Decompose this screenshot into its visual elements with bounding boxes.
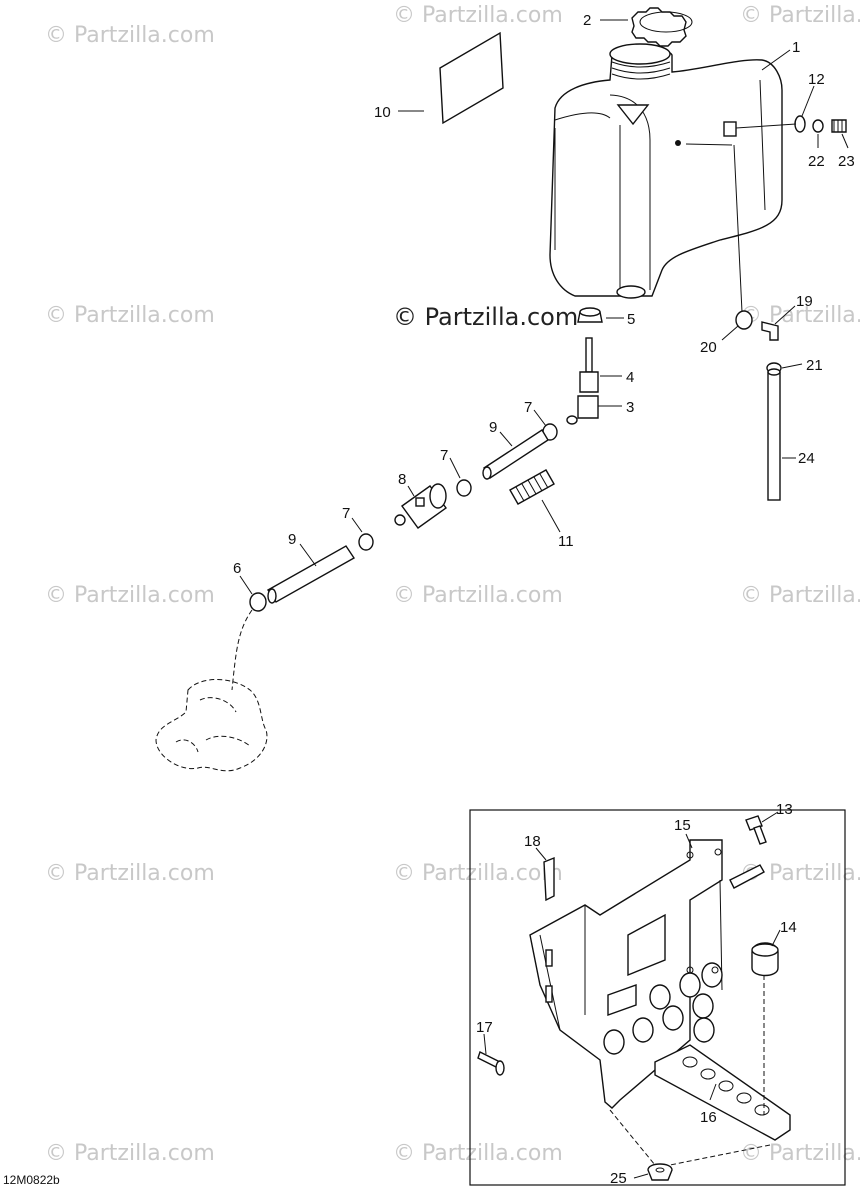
part-3-valve [566, 395, 599, 425]
callout-23: 23 [838, 153, 855, 170]
callout-16: 16 [700, 1109, 717, 1126]
watermark: © Partzilla.com [740, 1141, 860, 1166]
callout-19: 19 [796, 293, 813, 310]
watermark: © Partzilla.com [740, 583, 860, 608]
part-6-clamp [249, 592, 267, 612]
part-11-spring-hose [509, 469, 555, 505]
callout-5: 5 [627, 311, 635, 328]
part-16-plate [654, 1044, 791, 1141]
part-13-bolt [745, 815, 767, 845]
callout-7: 7 [342, 505, 350, 522]
watermarks: © Partzilla.com © Partzilla.com © Partzi… [45, 3, 860, 1166]
engine-outline [155, 679, 268, 772]
watermark: © Partzilla.com [393, 3, 563, 28]
callout-11: 11 [558, 533, 574, 550]
callout-8: 8 [398, 471, 406, 488]
part-24-vent-hose [767, 368, 781, 501]
routing-line [231, 609, 253, 691]
callout-7: 7 [440, 447, 448, 464]
inset-frame [469, 809, 846, 1186]
callout-2: 2 [583, 12, 591, 29]
part-4-pickup [579, 337, 599, 393]
callout-24: 24 [798, 450, 815, 467]
callout-22: 22 [808, 153, 825, 170]
part-12-22-23-hardware [735, 115, 847, 133]
callout-6: 6 [233, 560, 241, 577]
callout-7: 7 [524, 399, 532, 416]
leader-lines [239, 19, 849, 1179]
part-8-filter [394, 483, 447, 529]
part-5-grommet [577, 307, 603, 323]
watermark: © Partzilla.com [393, 1141, 563, 1166]
callout-numbers: 2 1 10 12 22 23 5 4 3 7 9 7 8 11 7 9 6 1… [233, 12, 855, 1187]
part-20-grommet [735, 310, 753, 330]
callout-15: 15 [674, 817, 691, 834]
part-10-label [439, 31, 504, 125]
part-2-cap [631, 7, 693, 47]
callout-18: 18 [524, 833, 541, 850]
callout-14: 14 [780, 919, 797, 936]
callout-1: 1 [792, 39, 800, 56]
callout-20: 20 [700, 339, 717, 356]
watermark: © Partzilla.com [393, 861, 563, 886]
routing-line [609, 1109, 771, 1166]
callout-13: 13 [776, 801, 793, 818]
part-7-clamp [358, 423, 558, 551]
part-15-bracket [529, 839, 765, 1109]
callout-9: 9 [489, 419, 497, 436]
part-1-tank [549, 43, 783, 299]
callout-4: 4 [626, 369, 634, 386]
callout-3: 3 [626, 399, 634, 416]
part-18-clip [543, 856, 555, 902]
callout-21: 21 [806, 357, 823, 374]
watermark: © Partzilla.com [45, 1141, 215, 1166]
watermark: © Partzilla.com [740, 303, 860, 328]
callout-12: 12 [808, 71, 825, 88]
callout-17: 17 [476, 1019, 493, 1036]
part-25-grommet [647, 1163, 673, 1181]
part-19-elbow [761, 321, 779, 341]
watermark: © Partzilla.com [45, 583, 215, 608]
part-14-grommet [751, 942, 779, 977]
callout-25: 25 [610, 1170, 627, 1187]
part-17-rivet [477, 1051, 505, 1076]
part-9-hose [266, 545, 356, 604]
callout-9: 9 [288, 531, 296, 548]
watermark-center: © Partzilla.com [393, 303, 578, 331]
watermark: © Partzilla.com [45, 861, 215, 886]
callout-10: 10 [374, 104, 391, 121]
watermark: © Partzilla.com [393, 583, 563, 608]
watermark: © Partzilla.com [740, 3, 860, 28]
drawing-code: 12M0822b [3, 1173, 60, 1187]
watermark: © Partzilla.com [45, 303, 215, 328]
watermark: © Partzilla.com [45, 23, 215, 48]
part-9-hose [482, 429, 549, 480]
